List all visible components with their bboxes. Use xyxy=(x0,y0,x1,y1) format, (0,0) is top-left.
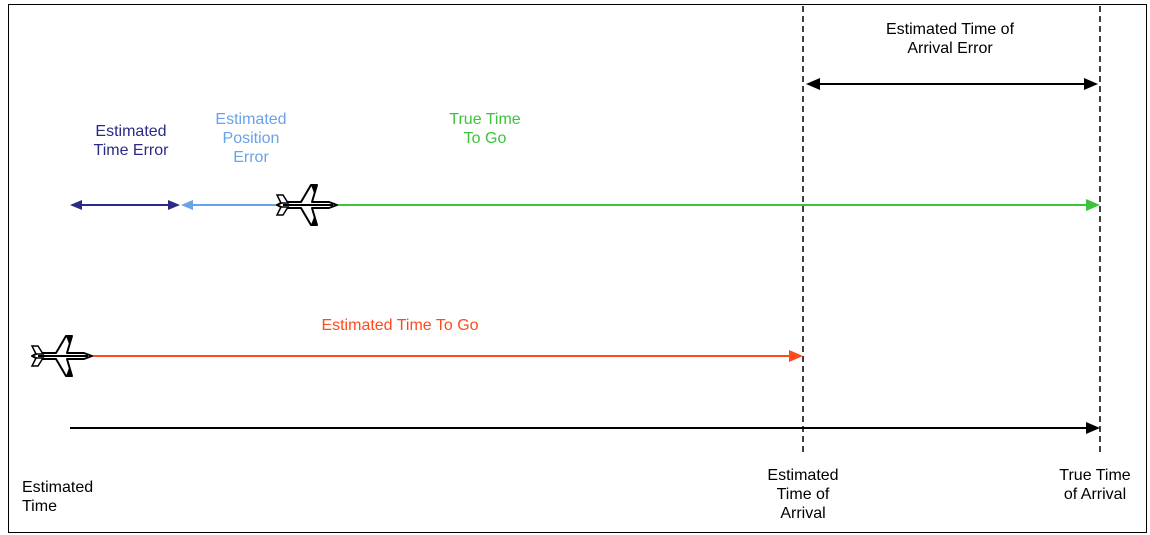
timeline-arrow xyxy=(70,422,1100,434)
true-time-of-arrival-label: True Time of Arrival xyxy=(1059,467,1131,503)
eta-error-arrow xyxy=(806,78,1098,90)
true-time-to-go-arrow xyxy=(300,199,1100,211)
estimated-position-error-label: Estimated Position Error xyxy=(215,111,287,166)
estimated-time-of-arrival-label: Estimated Time of Arrival xyxy=(767,467,839,522)
estimated-time-error-arrow xyxy=(70,200,180,210)
diagram-frame xyxy=(8,4,1147,533)
true-time-to-go-label: True Time To Go xyxy=(449,111,521,147)
estimated-time-to-go-arrow xyxy=(75,350,803,362)
estimated-time-label: Estimated Time xyxy=(22,479,94,515)
eta-error-label: Estimated Time of Arrival Error xyxy=(885,21,1015,57)
airplane-icon xyxy=(31,335,93,377)
estimated-time-error-label: Estimated Time Error xyxy=(93,123,169,159)
airplane-icon xyxy=(276,184,338,226)
estimated-time-to-go-label: Estimated Time To Go xyxy=(321,317,479,334)
